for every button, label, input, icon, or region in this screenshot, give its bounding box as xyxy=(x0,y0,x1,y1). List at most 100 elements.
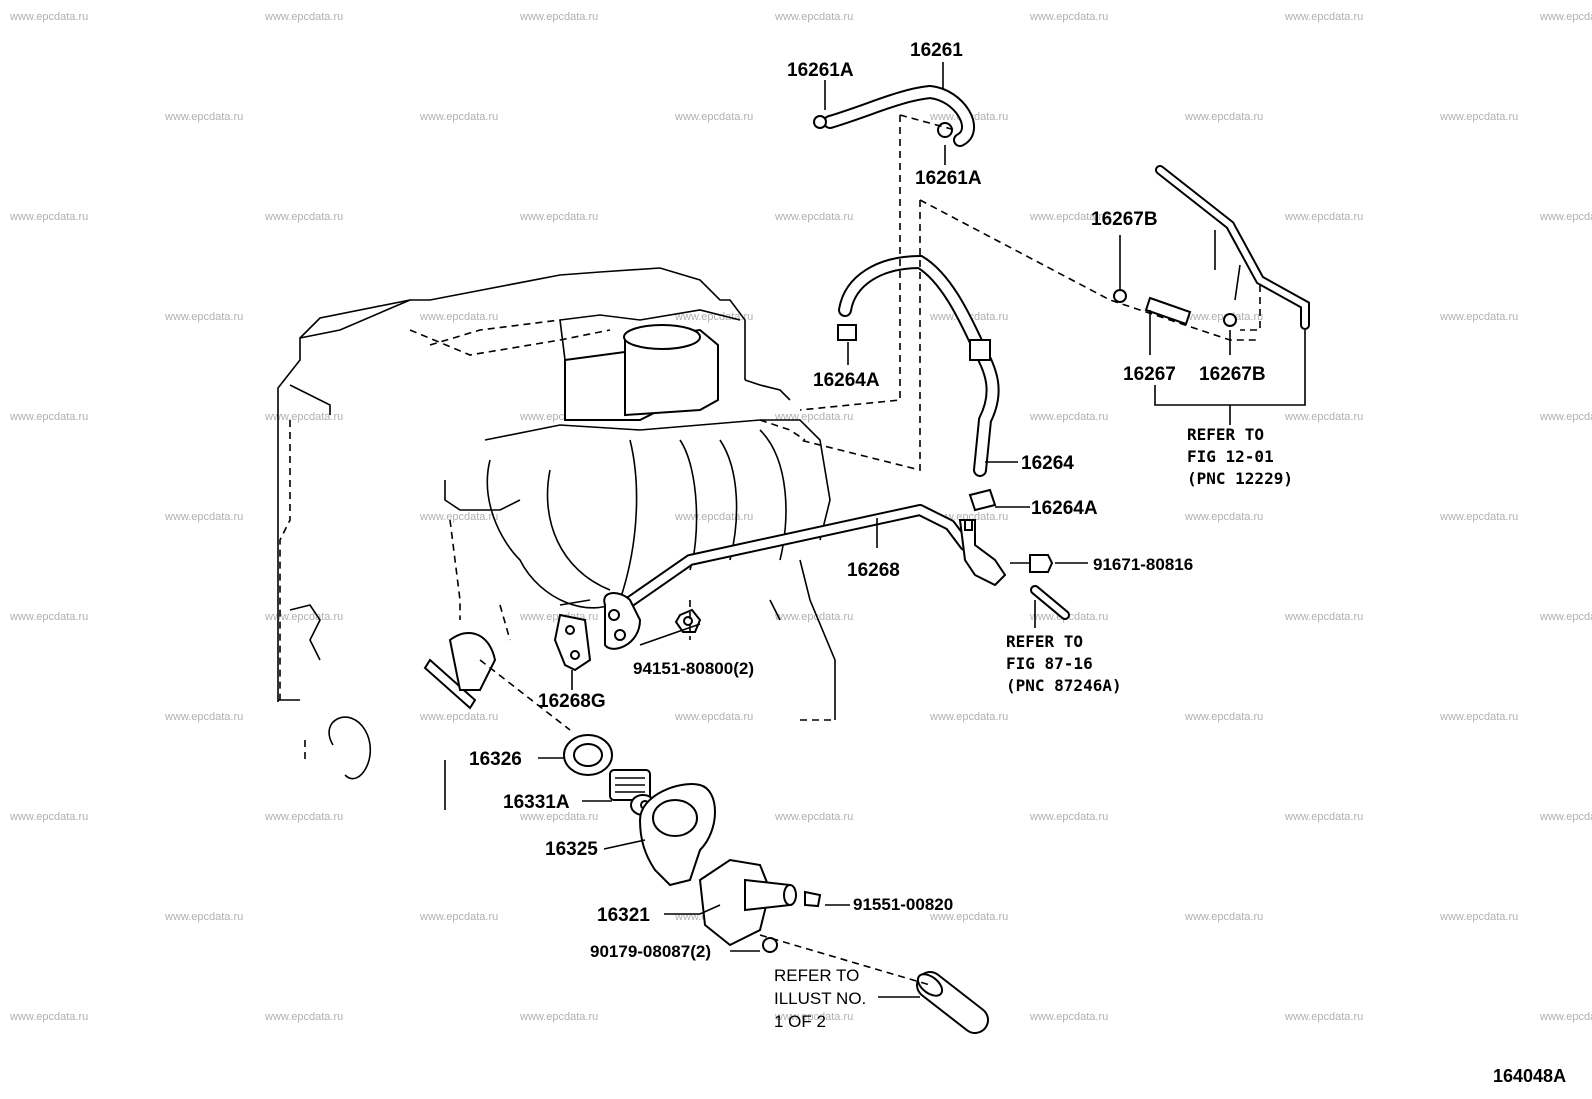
label-16331a[interactable]: 16331A xyxy=(503,792,570,813)
watermark: www.epcdata.ru xyxy=(674,711,753,723)
thermostat-16331a-drawing xyxy=(609,769,656,816)
watermark: www.epcdata.ru xyxy=(774,211,853,223)
ref-illust-line1: REFER TO xyxy=(774,966,859,985)
label-16268[interactable]: 16268 xyxy=(847,560,900,581)
watermark: www.epcdata.ru xyxy=(1539,411,1592,423)
watermark: www.epcdata.ru xyxy=(264,411,343,423)
watermark: www.epcdata.ru xyxy=(1029,811,1108,823)
watermark: www.epcdata.ru xyxy=(674,511,753,523)
ref-fig12-line2[interactable]: FIG 12-01 xyxy=(1187,447,1274,466)
pipe-assembly-upper-right-drawing xyxy=(1155,165,1310,331)
label-16267b-top[interactable]: 16267B xyxy=(1091,209,1158,230)
label-90179-08087[interactable]: 90179-08087(2) xyxy=(590,942,711,961)
ref-illust-line2[interactable]: ILLUST NO. xyxy=(774,989,866,1008)
ref-fig87-line2[interactable]: FIG 87-16 xyxy=(1006,654,1093,673)
hose-16264-drawing xyxy=(837,254,1000,512)
watermark: www.epcdata.ru xyxy=(1439,311,1518,323)
watermark: www.epcdata.ru xyxy=(1029,11,1108,23)
label-91551-00820[interactable]: 91551-00820 xyxy=(853,895,953,914)
watermark: www.epcdata.ru xyxy=(1439,911,1518,923)
water-inlet-16321-drawing xyxy=(698,858,822,947)
hose-16267-drawing xyxy=(1113,289,1237,327)
watermark: www.epcdata.ru xyxy=(1284,211,1363,223)
watermark: www.epcdata.ru xyxy=(419,911,498,923)
watermark: www.epcdata.ru xyxy=(929,911,1008,923)
watermark-grid: www.epcdata.ru www.epcdata.ru www.epcdata.… xyxy=(9,11,1592,1023)
figure-code: 164048A xyxy=(1493,1066,1566,1086)
watermark: www.epcdata.ru xyxy=(1284,411,1363,423)
watermark: www.epcdata.ru xyxy=(164,711,243,723)
engine-block-drawing xyxy=(277,267,836,810)
watermark: www.epcdata.ru xyxy=(264,11,343,23)
watermark: www.epcdata.ru xyxy=(519,211,598,223)
assembly-lines xyxy=(479,114,1260,986)
watermark: www.epcdata.ru xyxy=(9,211,88,223)
bolt-90179-drawing xyxy=(762,937,778,953)
label-16264a-top[interactable]: 16264A xyxy=(813,370,880,391)
watermark: www.epcdata.ru xyxy=(164,311,243,323)
watermark: www.epcdata.ru xyxy=(419,111,498,123)
pipe-16268-drawing xyxy=(603,504,1007,650)
label-16267[interactable]: 16267 xyxy=(1123,364,1176,385)
watermark: www.epcdata.ru xyxy=(419,511,498,523)
label-94151-80800[interactable]: 94151-80800(2) xyxy=(633,659,754,678)
leader-lines xyxy=(538,62,1306,998)
watermark: www.epcdata.ru xyxy=(519,811,598,823)
label-16321[interactable]: 16321 xyxy=(597,905,650,926)
label-16325[interactable]: 16325 xyxy=(545,839,598,860)
watermark: www.epcdata.ru xyxy=(1284,811,1363,823)
label-16261[interactable]: 16261 xyxy=(910,40,963,61)
label-16326[interactable]: 16326 xyxy=(469,749,522,770)
watermark: www.epcdata.ru xyxy=(1539,211,1592,223)
watermark: www.epcdata.ru xyxy=(1029,211,1108,223)
ref-note-fig87: REFER TO FIG 87-16 (PNC 87246A) xyxy=(1006,632,1122,695)
watermark: www.epcdata.ru xyxy=(774,11,853,23)
label-16264a-bottom[interactable]: 16264A xyxy=(1031,498,1098,519)
watermark: www.epcdata.ru xyxy=(1539,1011,1592,1023)
gasket-16325-drawing xyxy=(638,783,716,887)
label-16261a-bottom[interactable]: 16261A xyxy=(915,168,982,189)
watermark: www.epcdata.ru xyxy=(1539,811,1592,823)
watermark: www.epcdata.ru xyxy=(1184,311,1263,323)
watermark: www.epcdata.ru xyxy=(774,611,853,623)
radiator-hose-drawing xyxy=(916,971,989,1034)
watermark: www.epcdata.ru xyxy=(9,1011,88,1023)
label-16268g[interactable]: 16268G xyxy=(538,691,606,712)
label-16261a-top[interactable]: 16261A xyxy=(787,60,854,81)
watermark: www.epcdata.ru xyxy=(1439,711,1518,723)
watermark: www.epcdata.ru xyxy=(519,1011,598,1023)
watermark: www.epcdata.ru xyxy=(164,911,243,923)
sensor-fig87-drawing xyxy=(1030,585,1070,620)
watermark: www.epcdata.ru xyxy=(774,1011,853,1023)
ref-illust-line3: 1 OF 2 xyxy=(774,1012,826,1031)
watermark: www.epcdata.ru xyxy=(1029,411,1108,423)
watermark: www.epcdata.ru xyxy=(1184,911,1263,923)
watermark: www.epcdata.ru xyxy=(674,311,753,323)
bolt-91671-drawing xyxy=(1010,554,1054,573)
watermark: www.epcdata.ru xyxy=(419,311,498,323)
watermark: www.epcdata.ru xyxy=(1284,1011,1363,1023)
watermark: www.epcdata.ru xyxy=(1539,11,1592,23)
ref-fig87-line1: REFER TO xyxy=(1006,632,1083,651)
label-16267b-bottom[interactable]: 16267B xyxy=(1199,364,1266,385)
watermark: www.epcdata.ru xyxy=(264,611,343,623)
watermark: www.epcdata.ru xyxy=(1439,511,1518,523)
watermark: www.epcdata.ru xyxy=(264,811,343,823)
label-16264[interactable]: 16264 xyxy=(1021,453,1074,474)
watermark: www.epcdata.ru xyxy=(1539,611,1592,623)
watermark: www.epcdata.ru xyxy=(774,811,853,823)
part-labels: 16261 16261A 16261A 16267B 16267 16267B … xyxy=(469,40,1266,961)
watermark: www.epcdata.ru xyxy=(9,811,88,823)
watermark: www.epcdata.ru xyxy=(164,111,243,123)
watermark: www.epcdata.ru xyxy=(419,711,498,723)
gasket-16268g-drawing xyxy=(553,613,592,672)
watermark: www.epcdata.ru xyxy=(519,11,598,23)
watermark: www.epcdata.ru xyxy=(9,11,88,23)
watermark: www.epcdata.ru xyxy=(1029,1011,1108,1023)
watermark: www.epcdata.ru xyxy=(1184,511,1263,523)
watermark: www.epcdata.ru xyxy=(1284,11,1363,23)
watermark: www.epcdata.ru xyxy=(164,511,243,523)
label-91671-80816[interactable]: 91671-80816 xyxy=(1093,555,1193,574)
